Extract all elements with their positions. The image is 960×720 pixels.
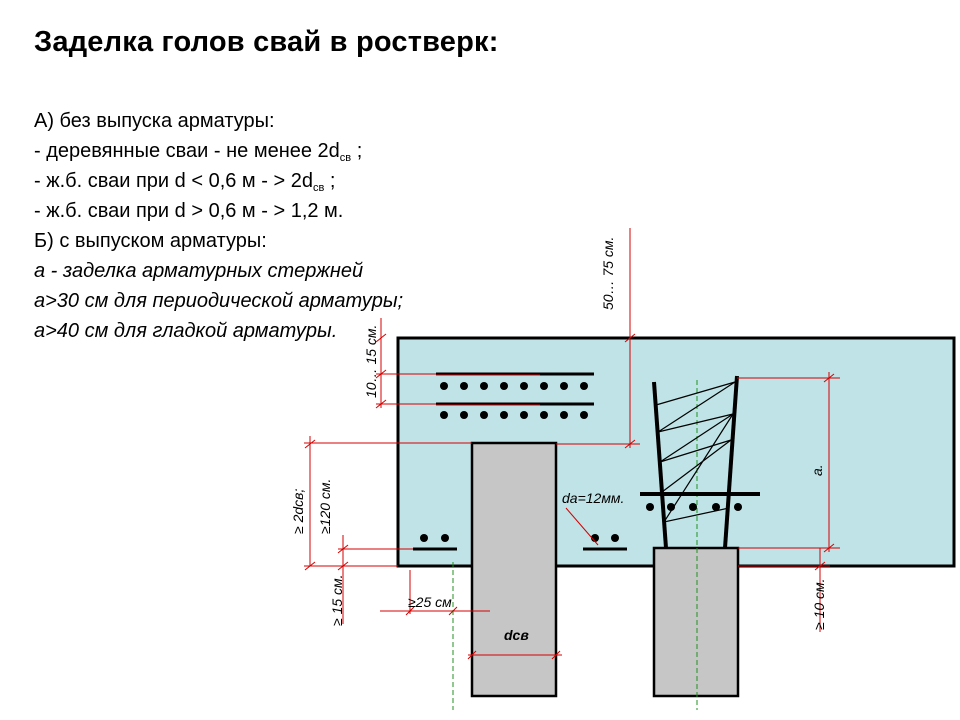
label-50-75: 50… 75 см. bbox=[600, 237, 616, 310]
text-line-1: А) без выпуска арматуры: bbox=[34, 110, 275, 132]
text-line-4: - ж.б. сваи при d > 0,6 м - > 1,2 м. bbox=[34, 200, 344, 222]
page-title: Заделка голов свай в ростверк: bbox=[34, 26, 499, 58]
reinforcement-cage bbox=[640, 375, 760, 549]
dimension-lines bbox=[304, 228, 840, 660]
axis-lines bbox=[452, 380, 698, 710]
top-rebar-meshes bbox=[436, 372, 594, 419]
text-line-5: Б) с выпуском арматуры: bbox=[34, 230, 267, 252]
text-line-6: a - заделка арматурных стержней bbox=[34, 260, 364, 282]
label-10: ≥ 10 см. bbox=[811, 578, 827, 630]
label-120: ≥120 см. bbox=[317, 479, 333, 534]
label-25: ≥25 см bbox=[408, 594, 452, 610]
label-a: a. bbox=[809, 464, 825, 476]
text-line-3: - ж.б. сваи при d < 0,6 м - > 2dсв ; bbox=[34, 170, 336, 194]
text-line-8: a>40 см для гладкой арматуры. bbox=[34, 320, 338, 342]
left-pile bbox=[470, 441, 558, 698]
label-15: ≥ 15 см. bbox=[329, 574, 345, 626]
bottom-rebar-left bbox=[413, 534, 627, 551]
description-text: А) без выпуска арматуры: - деревянные св… bbox=[34, 106, 403, 346]
label-da: dа=12мм. bbox=[562, 490, 624, 506]
label-2d: ≥ 2dсв; bbox=[290, 489, 306, 534]
label-10-15: 10… 15 см. bbox=[363, 325, 379, 398]
label-dsv: dсв bbox=[504, 627, 529, 643]
text-line-2: - деревянные сваи - не менее 2dсв ; bbox=[34, 140, 363, 164]
right-pile bbox=[652, 546, 740, 698]
text-line-7: a>30 см для периодической арматуры; bbox=[34, 290, 404, 312]
